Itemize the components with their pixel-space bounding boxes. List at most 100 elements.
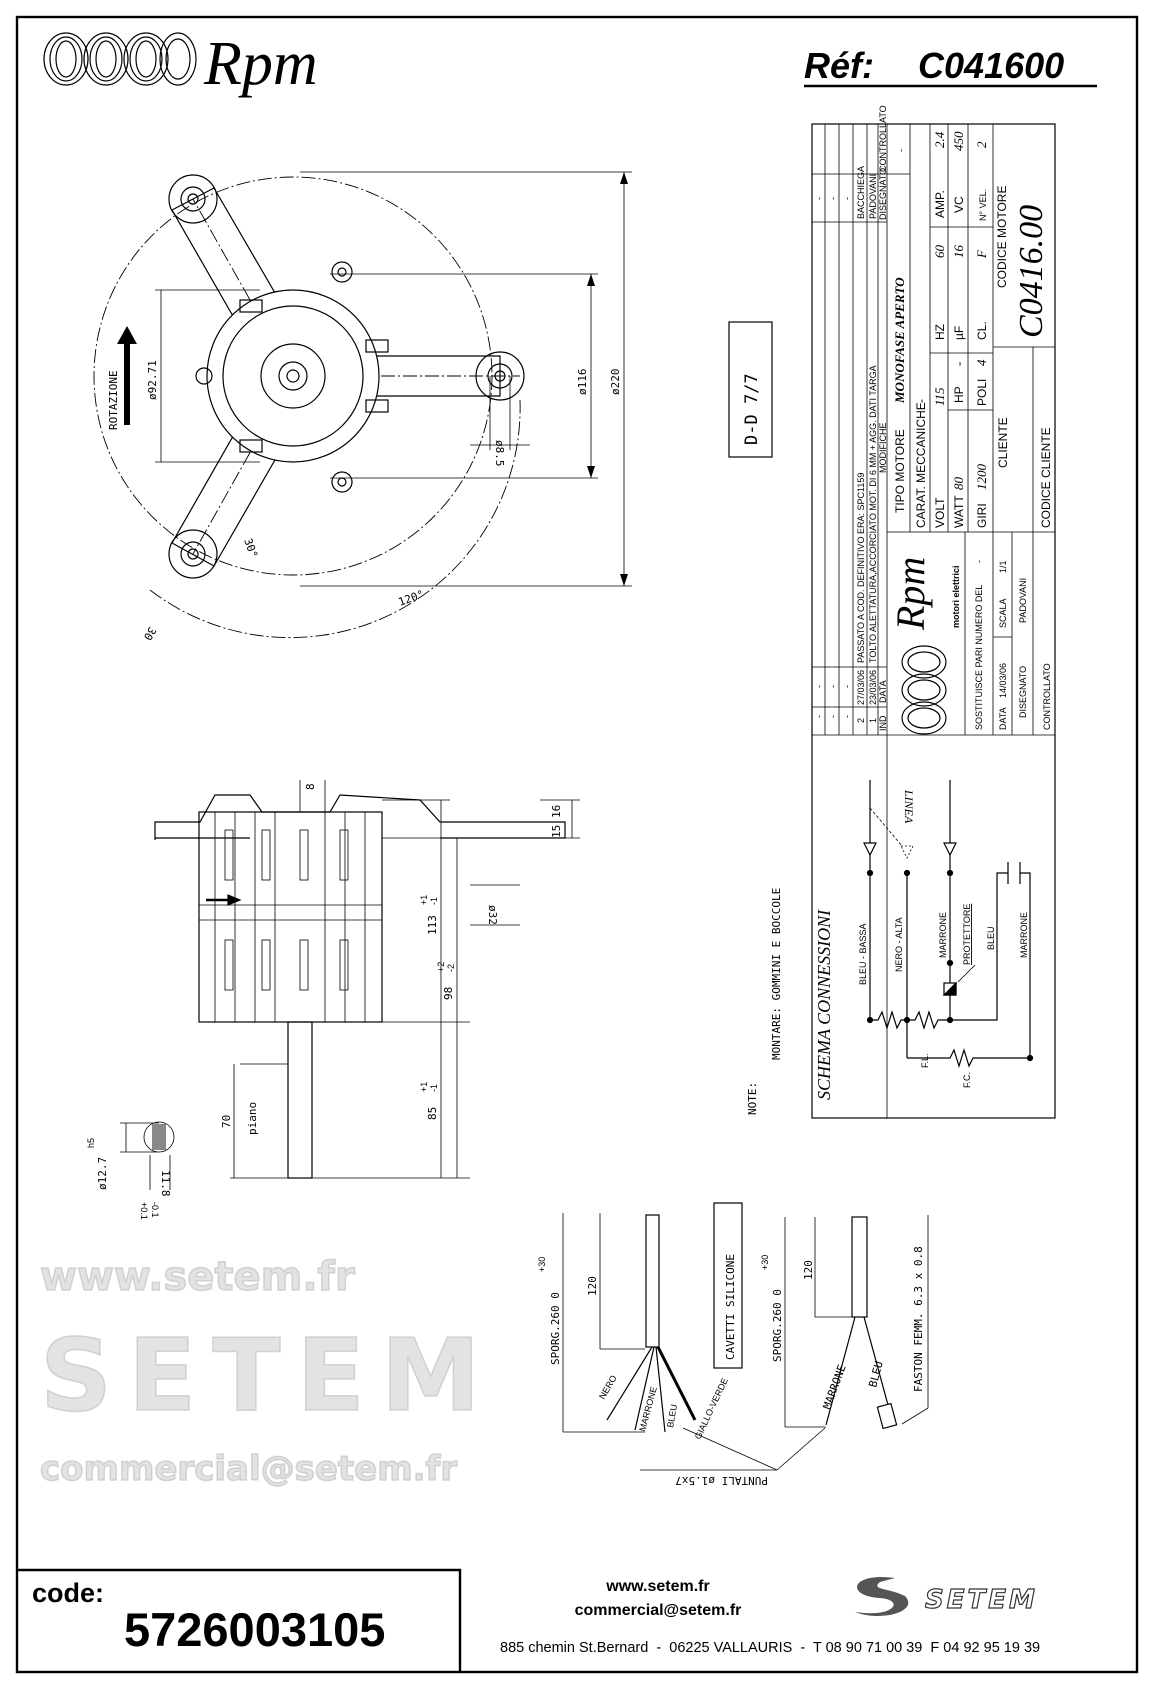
- scala-label: SCALA: [998, 598, 1008, 628]
- header-modifiche: MODIFICHE: [878, 423, 888, 474]
- dim-85: 85: [426, 1107, 439, 1120]
- hz-value: 60: [932, 245, 947, 259]
- sostituisce-label: SOSTITUISCE PARI NUMERO DEL: [974, 585, 984, 730]
- wire-right-marrone: MARRONE: [821, 1363, 849, 1411]
- dim-98: 98: [442, 987, 455, 1000]
- faston-label: FASTON FEMM. 6.3 x 0.8: [912, 1246, 925, 1392]
- cavetti-silicone-box: [713, 1202, 743, 1369]
- rev-data: 23/03/06: [868, 670, 878, 705]
- title-block: - - - - - - - - - 2 27/03/06 PASSATO A C…: [811, 105, 1056, 1119]
- angle-30: 30°: [241, 537, 260, 560]
- dim-hole: ø8.5: [493, 440, 506, 467]
- cl-value: F: [974, 249, 989, 259]
- section-label-box: [728, 321, 773, 458]
- code-box: [17, 1568, 462, 1672]
- dim-inner: ø92.71: [146, 360, 159, 400]
- amp-value: 2.4: [932, 131, 947, 148]
- left-jacket-len: 120: [586, 1276, 599, 1296]
- schema-wire-bleu: BLEU: [986, 926, 996, 950]
- left-length-tol: +30: [537, 1257, 547, 1272]
- company-logo-text: Rpm: [888, 557, 933, 631]
- codice-motore-label: CODICE MOTORE: [995, 186, 1009, 288]
- schema-fl: F.L.: [920, 1053, 930, 1068]
- rotation-arrow-icon: [117, 326, 137, 344]
- watt-value: 80: [951, 477, 966, 491]
- footer-address: 885 chemin St.Bernard - 06225 VALLAURIS …: [500, 1640, 1040, 1656]
- wiring-schema: [863, 780, 1034, 1069]
- data-label: DATA: [998, 707, 1008, 730]
- header-disegnato: DISEGNATO: [878, 168, 888, 220]
- poli-label: POLI: [975, 379, 989, 406]
- drawing-frame: [15, 15, 1139, 1674]
- rev-modifiche: TOLTO ALETTATURA,ACCORCIATO MOT. DI 6 MM…: [868, 365, 878, 663]
- rev-ind: -: [814, 715, 824, 718]
- tol-85-dn: -1: [429, 1084, 439, 1092]
- schema-wire-marrone-2: MARRONE: [1019, 912, 1029, 958]
- tol-98-up: +2: [436, 962, 446, 972]
- footer-website[interactable]: www.setem.fr: [605, 1578, 709, 1595]
- angle-120: 120°: [397, 588, 426, 609]
- dim-113: 113: [426, 915, 439, 935]
- right-length-tol: +30: [760, 1255, 770, 1270]
- hz-label: HZ: [933, 324, 947, 340]
- shaft-fit: h5: [86, 1138, 96, 1148]
- tol-85-up: +1: [419, 1082, 429, 1092]
- dim-32: ø32: [486, 905, 499, 925]
- uf-value: 16: [951, 245, 966, 259]
- data-value: 14/03/06: [998, 663, 1008, 698]
- dim-8: 8: [304, 783, 317, 790]
- wire-giallo-verde: GIALLO-VERDE: [693, 1376, 730, 1441]
- company-coil-logo: [901, 645, 947, 735]
- schema-title: SCHEMA CONNESSIONI: [814, 909, 834, 1100]
- rpm-coil-logo: [43, 32, 197, 86]
- rpm-logo-text: Rpm: [203, 30, 318, 98]
- rev-disegnato: PADOVANI: [868, 174, 878, 219]
- volt-value: 115: [932, 387, 947, 406]
- rev-disegnato: -: [814, 197, 824, 200]
- schema-linea: LINEA: [902, 789, 916, 824]
- flat-tol-up: +0.1: [139, 1202, 149, 1220]
- schema-wire-nero-alta: NERO - ALTA: [894, 917, 904, 972]
- rotation-label: ROTAZIONE: [107, 370, 120, 430]
- schema-fc: F.C.: [962, 1072, 972, 1088]
- header-ind: IND: [878, 715, 888, 731]
- wire-nero: NERO: [597, 1373, 619, 1401]
- rev-modifiche: PASSATO A COD. DEFINITIVO ERA: SPC1159: [856, 473, 866, 663]
- tol-113-up: +1: [419, 895, 429, 905]
- notes-label: NOTE:: [746, 1082, 759, 1115]
- vc-value: 450: [951, 131, 966, 151]
- rev-ind: 1: [868, 718, 878, 723]
- disegnato-value: PADOVANI: [1018, 578, 1028, 623]
- dim-outer: ø220: [609, 369, 622, 396]
- rev-disegnato: BACCHIEGA: [856, 166, 866, 219]
- rev-data: -: [842, 685, 852, 688]
- cable-drawings: [562, 1213, 929, 1471]
- cl-label: CL.: [975, 321, 989, 340]
- rev-ind: -: [842, 715, 852, 718]
- schema-wire-marrone: MARRONE: [938, 912, 948, 958]
- dim-16: 16: [550, 805, 563, 818]
- company-subtitle: motori elettrici: [951, 565, 961, 628]
- tipo-motore-value: MONOFASE APERTO: [892, 277, 907, 404]
- uf-label: µF: [952, 326, 966, 340]
- wire-bleu: BLEU: [665, 1403, 679, 1428]
- poli-value: 4: [974, 359, 989, 366]
- watermark-brand: SETEM: [40, 1317, 496, 1434]
- dim-70: 70: [220, 1115, 233, 1128]
- nvel-value: 2: [974, 141, 989, 148]
- code-value: 5726003105: [124, 1603, 385, 1656]
- flat-tol-dn: -0.1: [150, 1202, 160, 1218]
- volt-label: VOLT: [933, 497, 947, 528]
- flat-label: piano: [246, 1102, 259, 1135]
- tips-label: PUNTALI ø1.5x7: [675, 1474, 768, 1487]
- rev-ind: 2: [856, 718, 866, 723]
- watermark-email: commercial@setem.fr: [40, 1449, 457, 1489]
- tol-113-dn: -1: [429, 897, 439, 905]
- carat-label: CARAT. MECCANICHE: [914, 402, 928, 528]
- cavetti-silicone-label: CAVETTI SILICONE: [724, 1254, 737, 1360]
- hp-value: -: [951, 362, 966, 366]
- vc-label: VC: [952, 196, 966, 213]
- hp-label: HP: [952, 386, 966, 403]
- ref-label: Réf:: [804, 45, 874, 86]
- footer-email[interactable]: commercial@setem.fr: [575, 1602, 742, 1619]
